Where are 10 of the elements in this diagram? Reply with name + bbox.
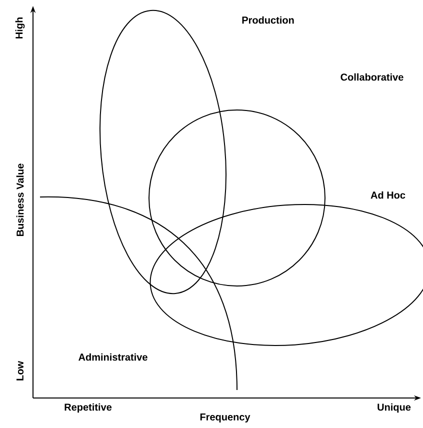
region-label: Production: [242, 16, 294, 24]
axis-label: Unique: [378, 403, 411, 413]
axis-title: Business Value: [16, 164, 24, 236]
region-label: Administrative: [78, 353, 148, 361]
axis-label: Low: [16, 360, 24, 380]
region-label: Collaborative: [340, 73, 404, 81]
axis-label: High: [15, 18, 25, 38]
axis-label: Repetitive: [64, 403, 112, 413]
axis-title: Frequency: [200, 414, 250, 422]
region-label: Ad Hoc: [370, 191, 406, 199]
